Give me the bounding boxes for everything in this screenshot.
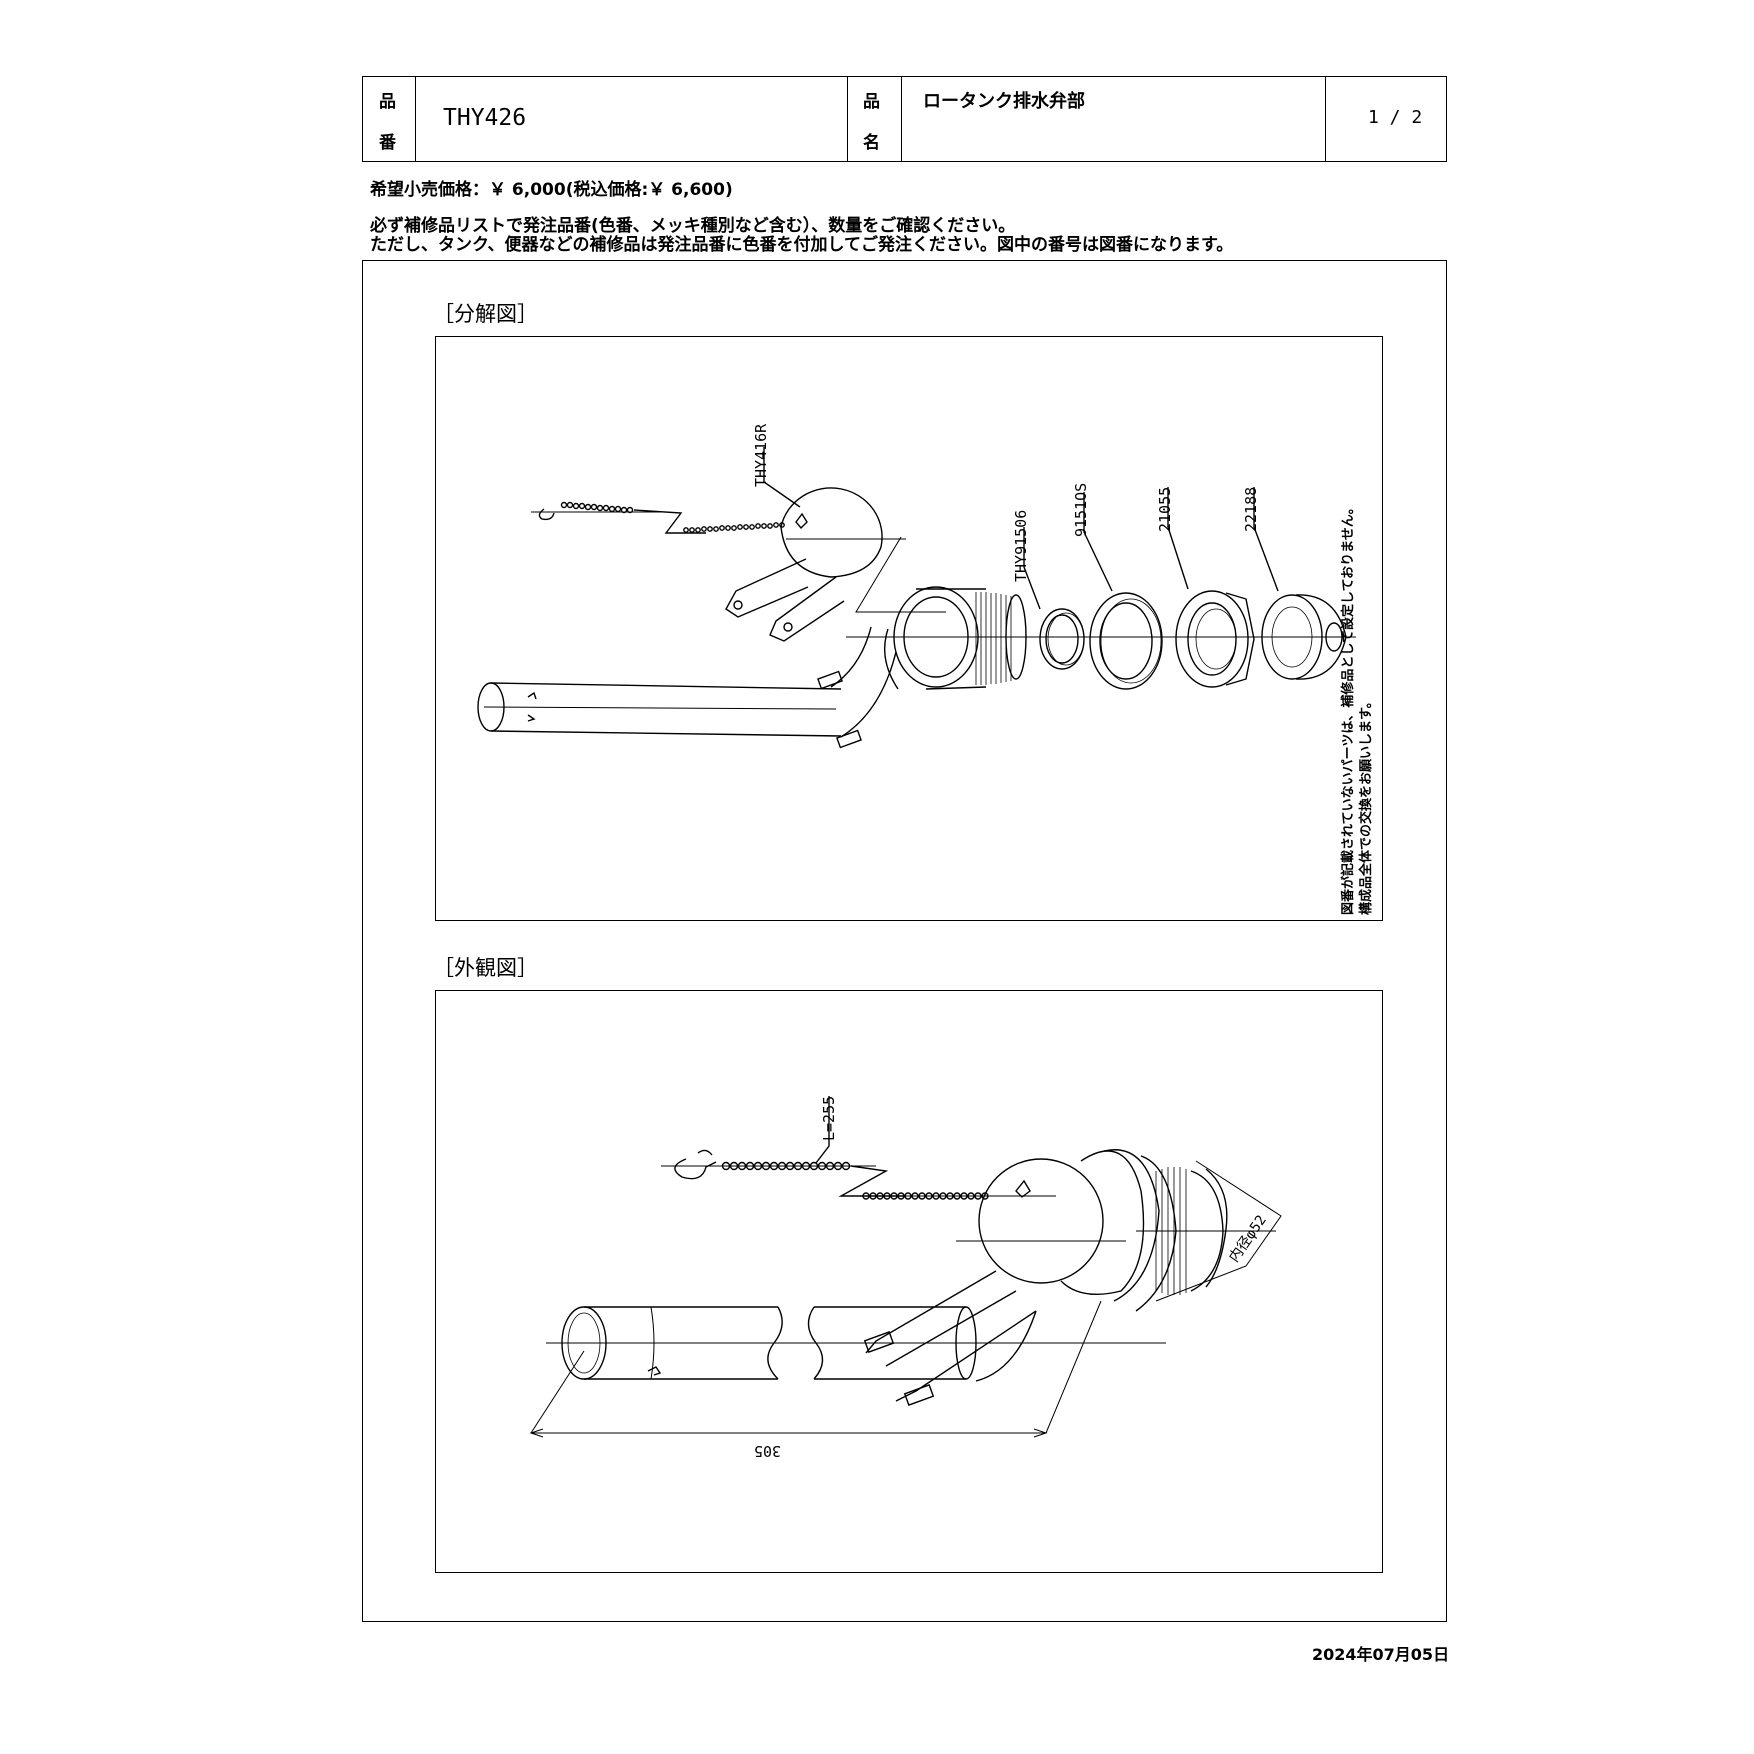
hinmei-label-top: 品 [863, 92, 880, 112]
dimension-305: 305 [754, 1442, 781, 1460]
chain-beads-lower [683, 522, 785, 533]
product-code: THY426 [443, 105, 527, 131]
part-label-thy416r: THY416R [752, 423, 770, 487]
inner-diameter-label: 内径φ52 [1226, 1212, 1270, 1265]
hinmei-label-bottom: 名 [863, 133, 880, 153]
side-note-1: 図番が記載されていないパーツは、補修品として設定しておりません。 [1340, 501, 1356, 915]
exploded-view-title: ［分解図］ [433, 302, 538, 326]
external-view-title: ［外観図］ [433, 956, 538, 980]
issue-date: 2024年07月05日 [1312, 1645, 1450, 1664]
part-label-thy91506: THY91506 [1012, 510, 1030, 582]
exploded-view-box: THY416R THY91506 9151OS 21055 22188 図番が記… [435, 336, 1383, 921]
chain-beads-upper [560, 501, 634, 514]
external-view-box: L=255 305 内径φ52 [435, 990, 1383, 1573]
part-label-9151os: 9151OS [1072, 483, 1090, 537]
side-note-2: 構成品全体での交換をお願いします。 [1358, 695, 1374, 915]
chain-beads-top [721, 1161, 851, 1171]
order-note-1: 必ず補修品リストで発注品番(色番、メッキ種別など含む）、数量をご確認ください。 [370, 216, 1016, 236]
part-label-21055: 21055 [1156, 487, 1174, 532]
header-table: 品 番 THY426 品 名 ロータンク排水弁部 1 / 2 [362, 76, 1447, 162]
price-note: 希望小売価格：￥ 6,000(税込価格:￥ 6,600) [370, 180, 733, 200]
part-label-22188: 22188 [1242, 487, 1260, 532]
exploded-view-drawing: THY416R THY91506 9151OS 21055 22188 図番が記… [477, 423, 1374, 915]
exploded-part-labels: THY416R THY91506 9151OS 21055 22188 [752, 423, 1260, 582]
chain-length-label: L=255 [820, 1096, 838, 1141]
order-note-2: ただし、タンク、便器などの補修品は発注品番に色番を付加してご発注ください。図中の… [370, 235, 1234, 255]
page-number: 1 / 2 [1368, 107, 1423, 128]
product-name: ロータンク排水弁部 [923, 91, 1085, 112]
external-view-drawing: L=255 305 内径φ52 [529, 1096, 1282, 1460]
hinban-label-bottom: 番 [379, 133, 396, 153]
drawing-frame [362, 260, 1447, 1622]
hinban-label-top: 品 [379, 92, 396, 112]
